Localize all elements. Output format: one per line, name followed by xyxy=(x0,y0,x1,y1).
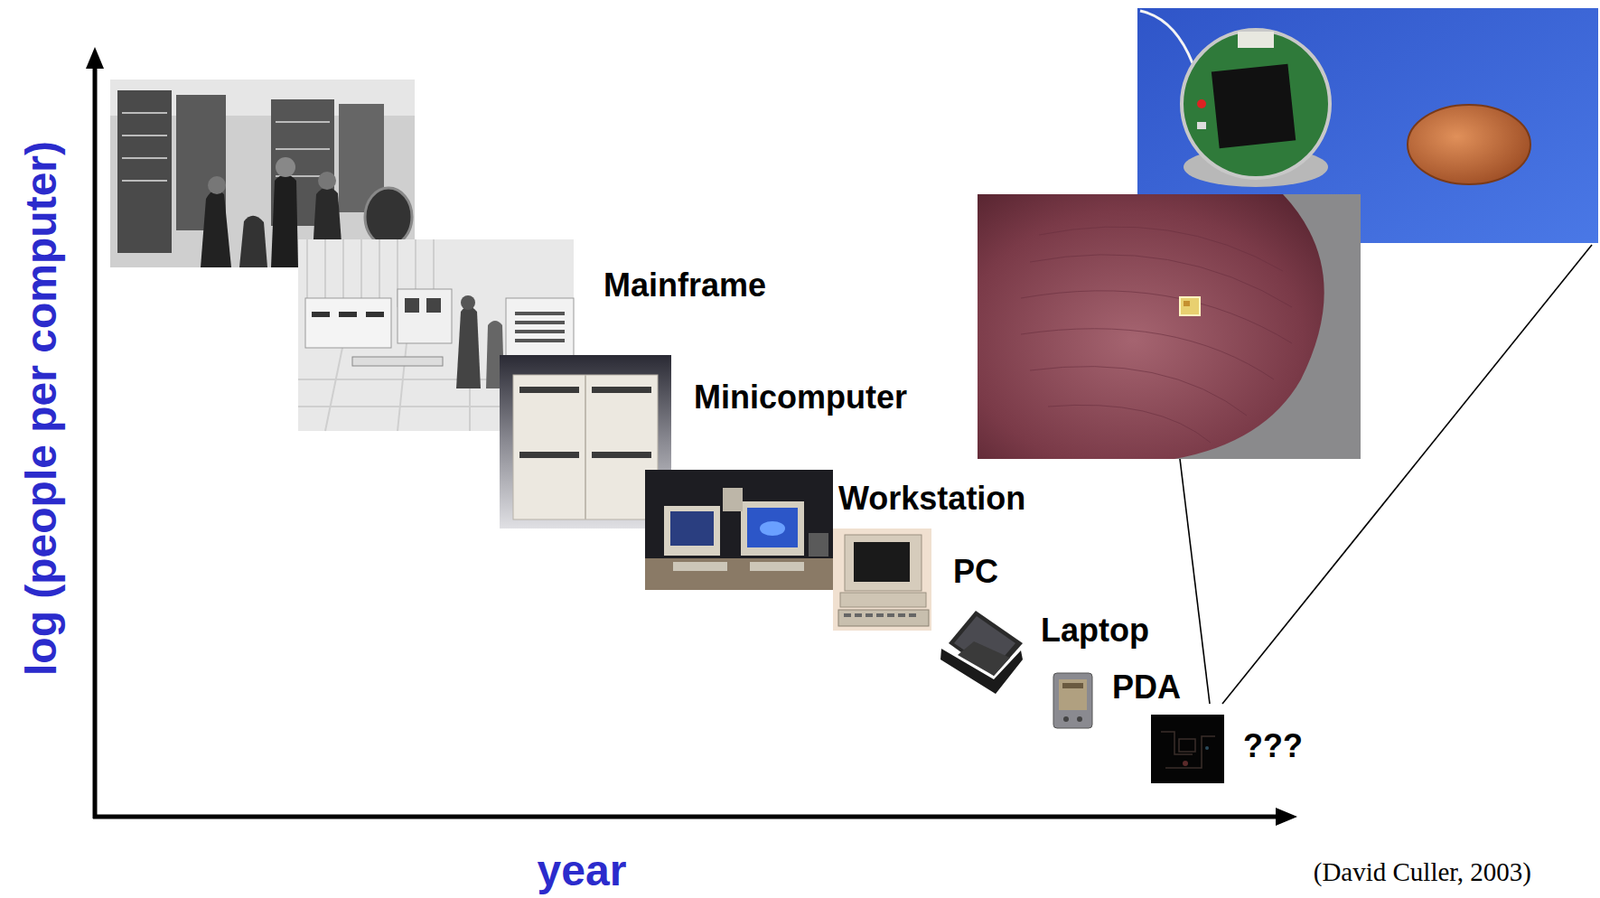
era-label: PC xyxy=(953,553,999,590)
y-axis xyxy=(85,46,104,819)
axis-label: log (people per computer) xyxy=(18,140,66,676)
era-label: Mainframe xyxy=(603,267,767,304)
fingertip-photo xyxy=(977,194,1361,459)
era-label: Workstation xyxy=(838,480,1026,517)
pc-photo xyxy=(832,528,932,631)
x-axis xyxy=(93,807,1298,826)
mote-photo xyxy=(1150,714,1225,784)
era-label: PDA xyxy=(1112,669,1181,706)
citation: (David Culler, 2003) xyxy=(1313,858,1532,888)
era-label: Minicomputer xyxy=(693,379,908,416)
axis-label: year xyxy=(537,846,627,895)
laptop-photo xyxy=(940,610,1023,694)
workstation-photo xyxy=(645,469,833,590)
era-label: ??? xyxy=(1243,728,1303,765)
mainframe-photo xyxy=(110,79,415,268)
era-label: Laptop xyxy=(1040,612,1150,649)
pda-photo xyxy=(1053,673,1093,729)
